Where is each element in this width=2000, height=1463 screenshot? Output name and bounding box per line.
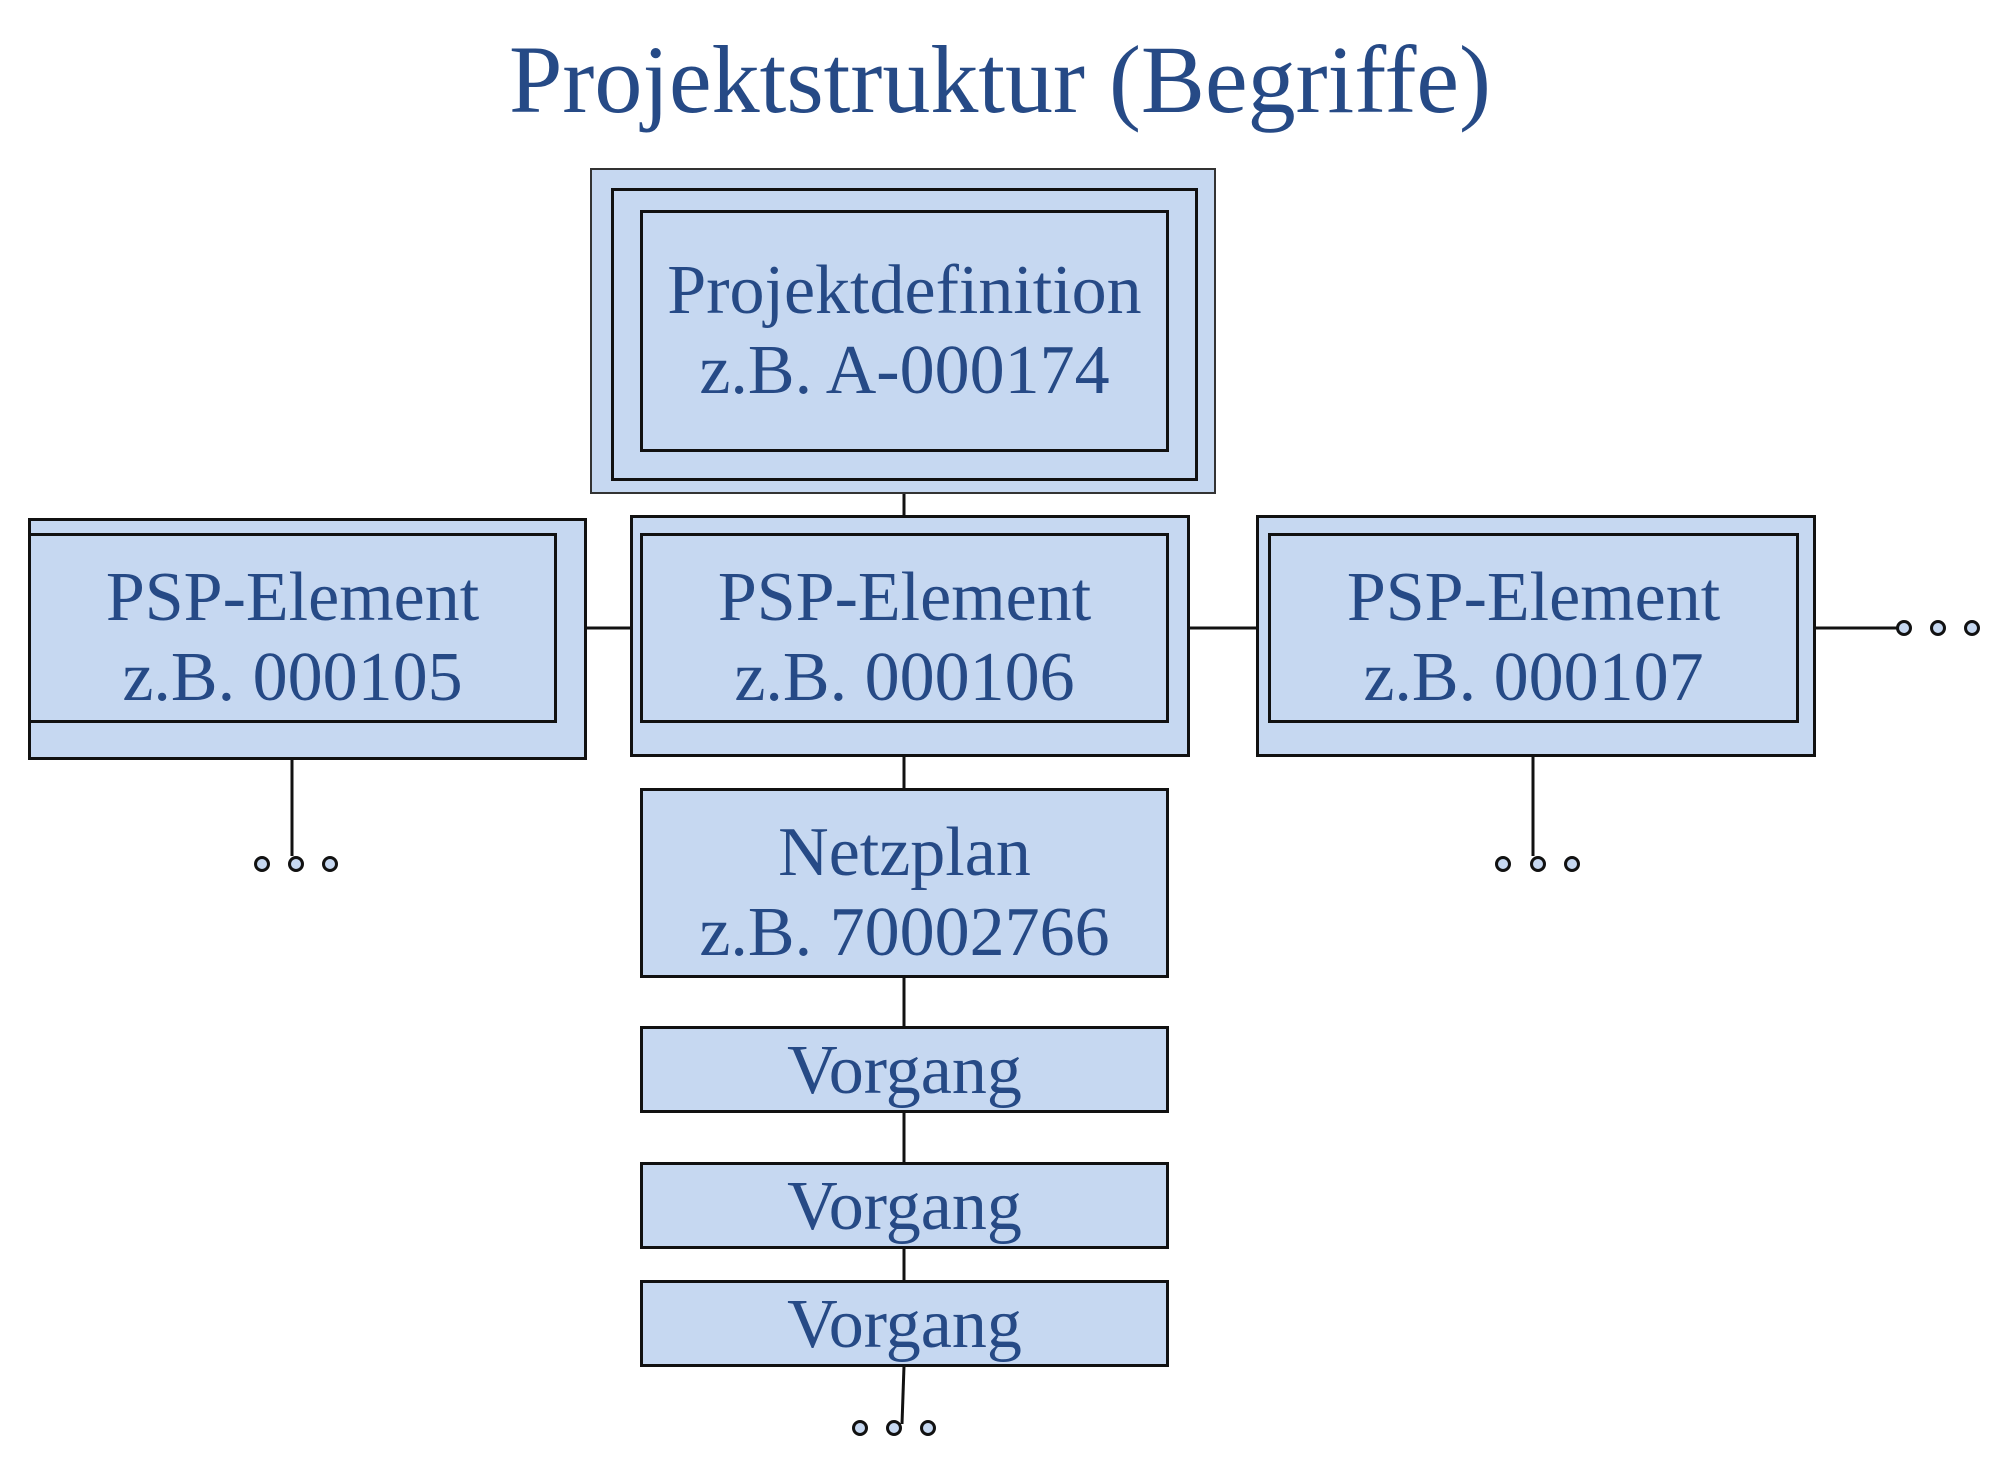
psp-right-id: z.B. 000107 bbox=[1363, 638, 1704, 716]
psp-left-id: z.B. 000105 bbox=[122, 638, 463, 716]
vorgang-box-3[interactable]: Vorgang bbox=[640, 1280, 1169, 1367]
ellipsis-dot bbox=[1495, 856, 1511, 872]
psp-left-label: PSP-Element z.B. 000105 bbox=[31, 558, 554, 718]
ellipsis-dot bbox=[1896, 620, 1912, 636]
diagram-title: Projektstruktur (Begriffe) bbox=[509, 26, 1491, 133]
vorgang-box-2[interactable]: Vorgang bbox=[640, 1162, 1169, 1249]
vorgang-2-label: Vorgang bbox=[787, 1168, 1022, 1245]
psp-center-label: PSP-Element z.B. 000106 bbox=[643, 558, 1166, 718]
ellipsis-dot bbox=[852, 1420, 868, 1436]
ellipsis-dot bbox=[1530, 856, 1546, 872]
vorgang-3-label: Vorgang bbox=[787, 1286, 1022, 1363]
ellipsis-dot bbox=[886, 1420, 902, 1436]
psp-element-right-box[interactable]: PSP-Element z.B. 000107 bbox=[1268, 533, 1799, 723]
netzplan-box[interactable]: Netzplan z.B. 70002766 bbox=[640, 788, 1169, 978]
psp-center-id: z.B. 000106 bbox=[734, 638, 1075, 716]
projektdefinition-id: z.B. A-000174 bbox=[699, 331, 1110, 409]
ellipsis-dot bbox=[1930, 620, 1946, 636]
psp-center-title: PSP-Element bbox=[717, 559, 1092, 636]
connector-vorgang3-down bbox=[900, 1365, 906, 1425]
projektdefinition-label: Projektdefinition z.B. A-000174 bbox=[643, 251, 1166, 411]
projektdefinition-title: Projektdefinition bbox=[667, 252, 1142, 329]
psp-right-title: PSP-Element bbox=[1346, 559, 1721, 636]
ellipsis-dot bbox=[1564, 856, 1580, 872]
ellipsis-dot bbox=[288, 856, 304, 872]
netzplan-id: z.B. 70002766 bbox=[699, 893, 1110, 971]
psp-right-label: PSP-Element z.B. 000107 bbox=[1271, 558, 1796, 718]
ellipsis-dot bbox=[1964, 620, 1980, 636]
ellipsis-dot bbox=[254, 856, 270, 872]
psp-element-center-box[interactable]: PSP-Element z.B. 000106 bbox=[640, 533, 1169, 723]
netzplan-label: Netzplan z.B. 70002766 bbox=[643, 813, 1166, 973]
psp-left-title: PSP-Element bbox=[105, 559, 480, 636]
ellipsis-dot bbox=[920, 1420, 936, 1436]
netzplan-title: Netzplan bbox=[778, 814, 1031, 891]
ellipsis-dot bbox=[322, 856, 338, 872]
vorgang-1-label: Vorgang bbox=[787, 1032, 1022, 1109]
projektdefinition-box[interactable]: Projektdefinition z.B. A-000174 bbox=[640, 210, 1169, 452]
psp-element-left-box[interactable]: PSP-Element z.B. 000105 bbox=[28, 533, 557, 723]
vorgang-box-1[interactable]: Vorgang bbox=[640, 1026, 1169, 1113]
